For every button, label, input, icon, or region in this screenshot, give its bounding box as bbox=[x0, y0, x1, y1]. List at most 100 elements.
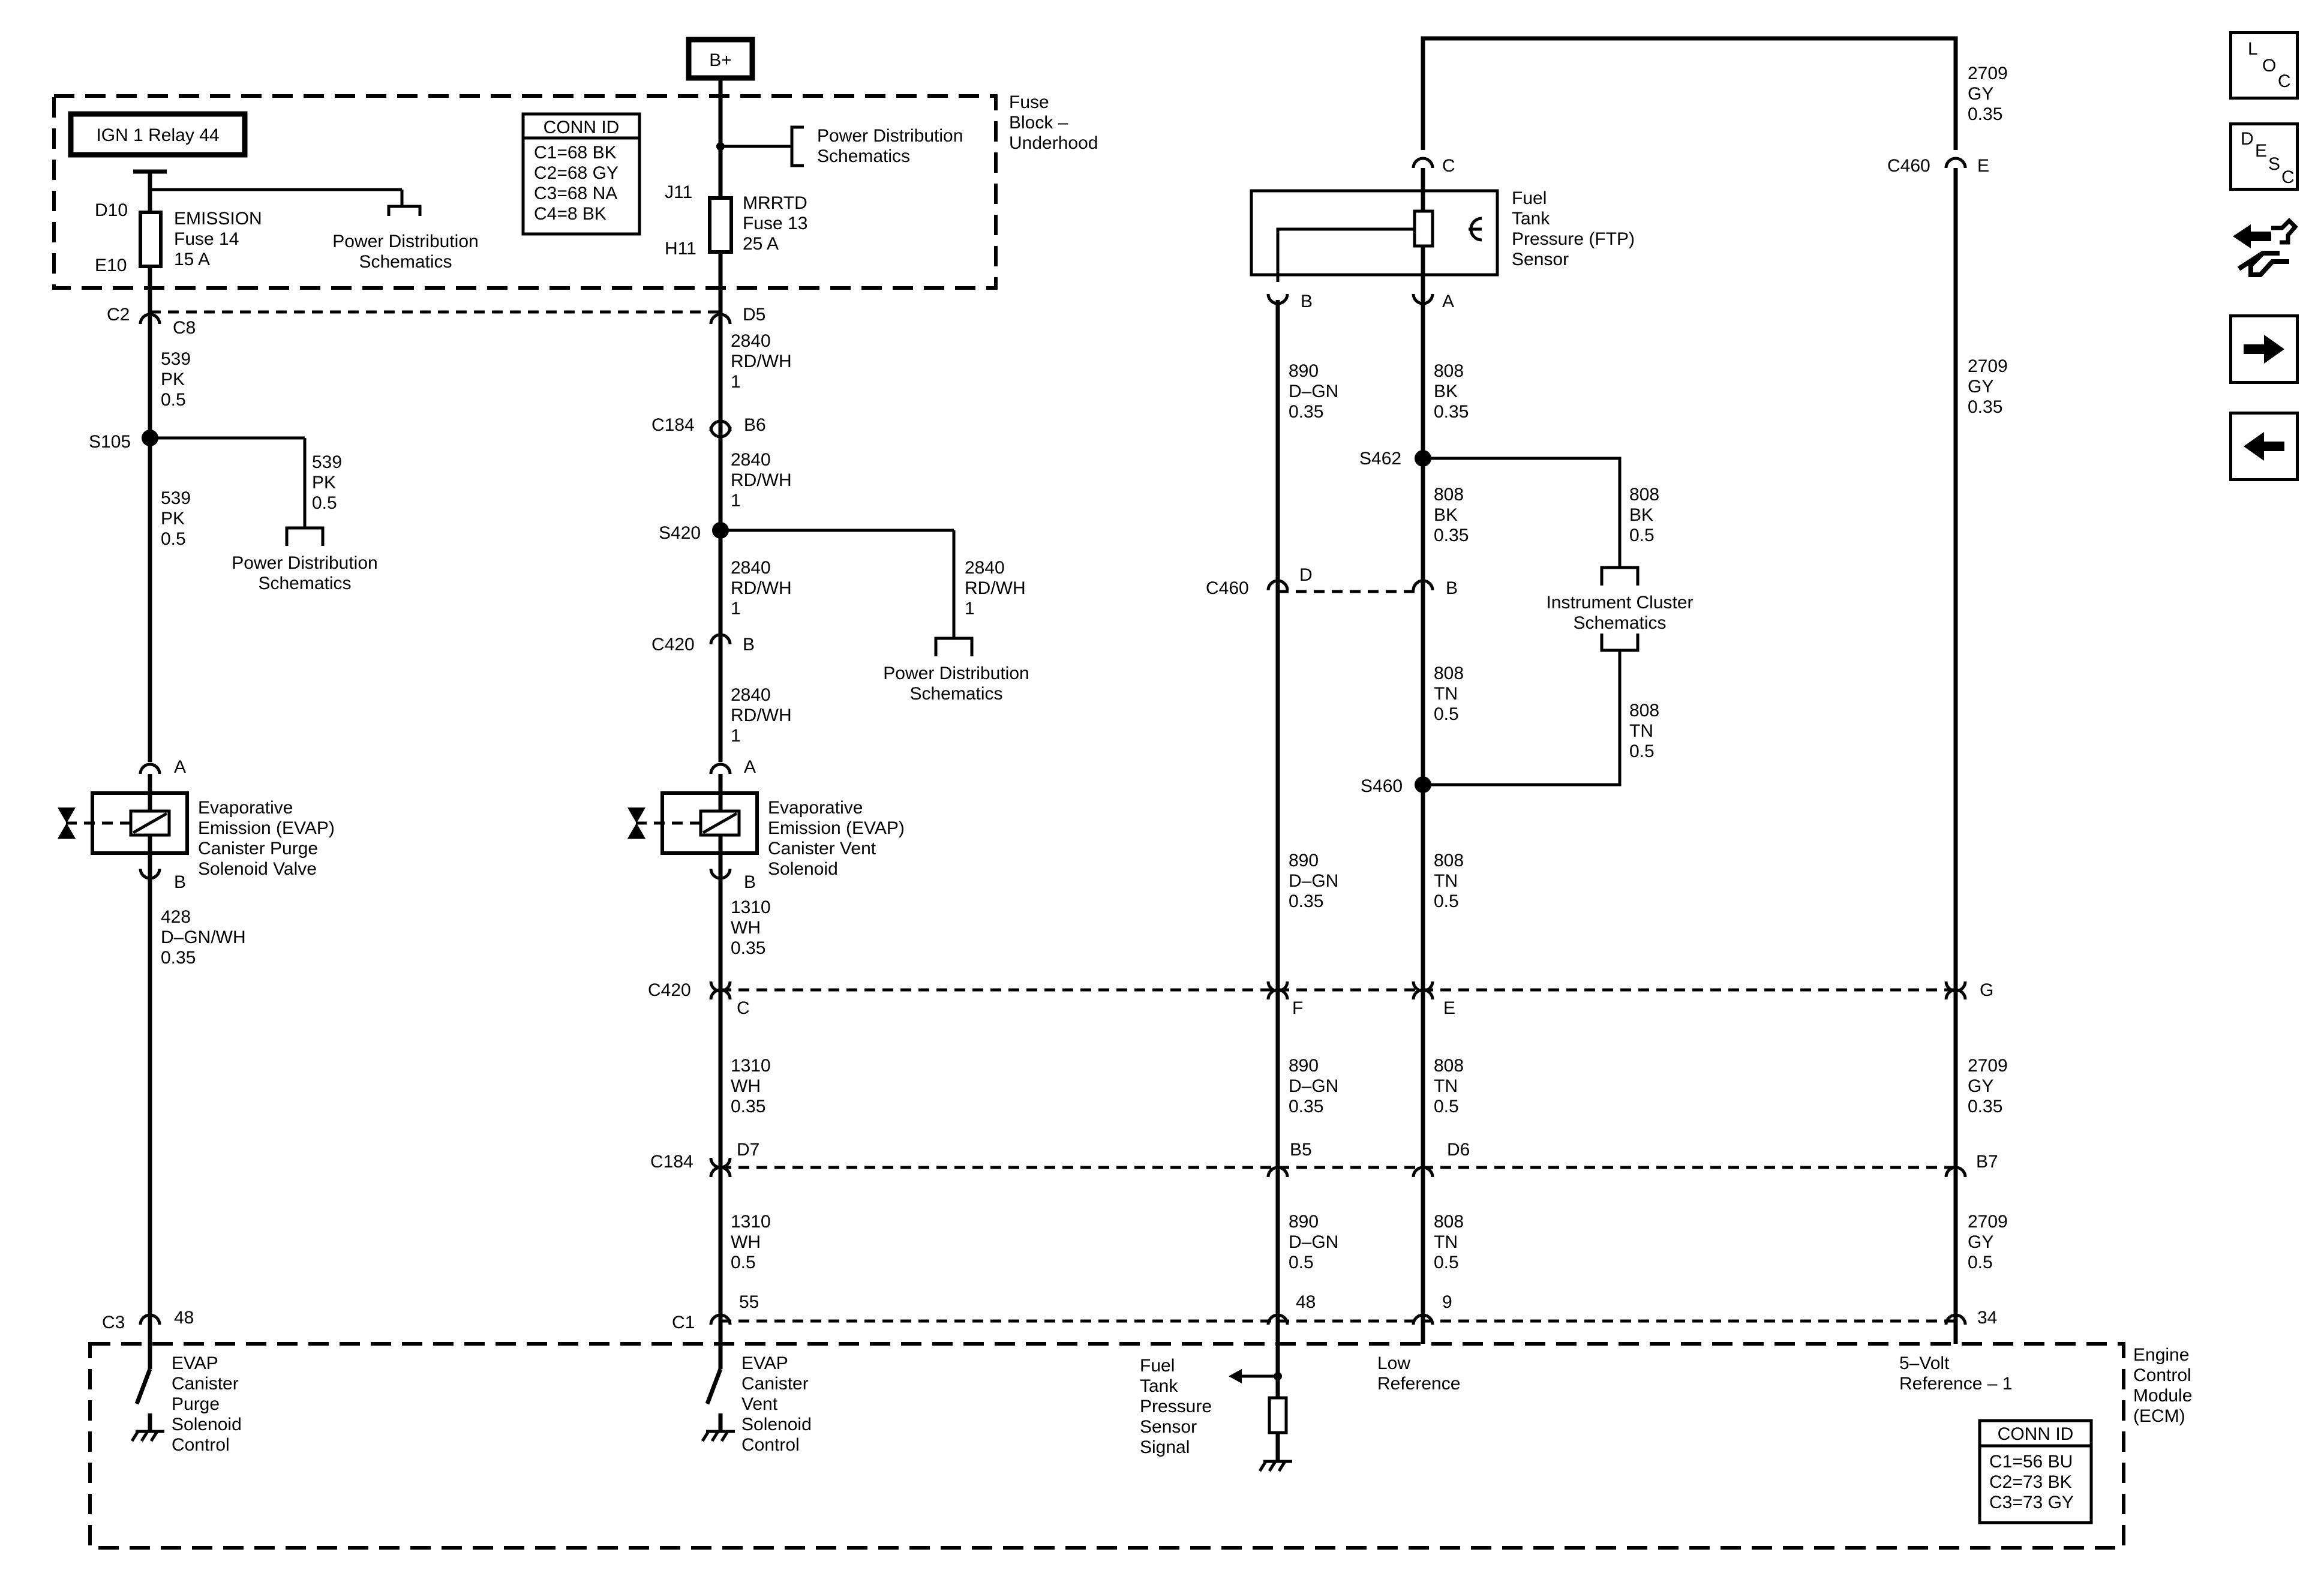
ecm-pin-label: Tank bbox=[1140, 1376, 1178, 1396]
wire-label: RD/WH bbox=[965, 578, 1026, 598]
wire-label: 0.35 bbox=[731, 1097, 765, 1116]
connector-label: C184 bbox=[651, 415, 695, 435]
wire-label: 0.5 bbox=[1629, 526, 1655, 545]
battery-label: B+ bbox=[709, 50, 732, 70]
wire-label: 0.5 bbox=[312, 493, 337, 513]
wire-label: 890 bbox=[1289, 1056, 1319, 1076]
wire-label: RD/WH bbox=[731, 470, 792, 490]
ecm-name: Engine bbox=[2133, 1345, 2189, 1365]
ecm-conn-id-item: C1=56 BU bbox=[1989, 1452, 2073, 1472]
wire-label: 0.35 bbox=[161, 948, 196, 968]
ecm-pin-label: EVAP bbox=[741, 1353, 788, 1373]
wire-label: 2709 bbox=[1968, 1056, 2008, 1076]
connector-label: B6 bbox=[744, 415, 766, 435]
wire-label: 808 bbox=[1434, 361, 1464, 381]
component-label: Pressure (FTP) bbox=[1512, 229, 1635, 249]
desc-letter: C bbox=[2281, 167, 2295, 187]
fuse-mrrtd-terminal-top: J11 bbox=[665, 182, 692, 202]
wire-label: 2709 bbox=[1968, 1212, 2008, 1232]
wire-label: GY bbox=[1968, 1076, 1993, 1096]
wire-label: 0.35 bbox=[1289, 402, 1323, 422]
fuse-emission-terminal-top: D10 bbox=[95, 200, 128, 220]
ecm-pin-label: Control bbox=[172, 1435, 230, 1455]
connector-label: B5 bbox=[1290, 1140, 1312, 1160]
connector-label: C460 bbox=[1887, 156, 1930, 176]
description-button[interactable]: D E S C bbox=[2229, 122, 2299, 191]
connector-label: B bbox=[744, 872, 756, 892]
wire-label: GY bbox=[1968, 377, 1993, 397]
wire-label: GY bbox=[1968, 1232, 1993, 1252]
connector-label: E bbox=[1443, 998, 1455, 1018]
ref-label: Power Distribution bbox=[232, 553, 377, 573]
ecm-conn-id-title: CONN ID bbox=[1998, 1424, 2074, 1444]
low-reference-circuit: C A 808 BK 0.35 S462 808 BK 0.5 Instrume… bbox=[1359, 36, 1958, 1344]
fuse-block-underhood: Fuse Block – Underhood IGN 1 Relay 44 CO… bbox=[52, 78, 1098, 312]
ecm-pin-label: Pressure bbox=[1140, 1397, 1212, 1416]
wire-label: 0.5 bbox=[1434, 704, 1459, 724]
wire-label: 1 bbox=[731, 491, 741, 511]
ecm-pin-label: Canister bbox=[741, 1374, 809, 1394]
location-button[interactable]: L O C bbox=[2229, 31, 2299, 100]
connector-label: C1 bbox=[672, 1313, 695, 1332]
wire-label: 1310 bbox=[731, 897, 771, 917]
ecm-pin-label: Canister bbox=[172, 1374, 239, 1394]
pin-label: 48 bbox=[1296, 1292, 1316, 1312]
fuse-mrrtd-label-1: MRRTD bbox=[743, 193, 807, 213]
previous-page-button[interactable] bbox=[2229, 412, 2299, 481]
connector-label: C420 bbox=[648, 980, 691, 1000]
connector-label: A bbox=[1442, 292, 1454, 311]
wire-label: 0.5 bbox=[1968, 1253, 1993, 1272]
next-page-button[interactable] bbox=[2229, 314, 2299, 384]
wire-label: 1 bbox=[965, 599, 975, 619]
ecm-pin-label: Control bbox=[741, 1435, 800, 1455]
ref-label: Power Distribution bbox=[883, 664, 1029, 683]
wire-label: 1 bbox=[731, 726, 741, 746]
component-label: Evaporative bbox=[198, 798, 293, 818]
vent-circuit: D5 2840 RD/WH 1 C184 B6 2840 RD/WH 1 S42… bbox=[627, 305, 1029, 1344]
component-label: Solenoid Valve bbox=[198, 859, 317, 879]
wire-label: TN bbox=[1434, 871, 1458, 891]
connector-label: C184 bbox=[650, 1152, 693, 1172]
connector-label: B bbox=[174, 872, 186, 892]
wire-label: BK bbox=[1434, 505, 1458, 525]
connector-label: D6 bbox=[1447, 1140, 1470, 1160]
wire-label: PK bbox=[312, 473, 336, 493]
wire-label: 808 bbox=[1434, 1212, 1464, 1232]
ref-mrrtd-2: Schematics bbox=[817, 146, 910, 166]
connector-label: D bbox=[1299, 565, 1313, 585]
connector-tool-icon[interactable] bbox=[2227, 211, 2301, 286]
wire-label: TN bbox=[1434, 1076, 1458, 1096]
pin-label: 48 bbox=[174, 1308, 194, 1328]
fuse-emission-label-3: 15 A bbox=[174, 250, 210, 269]
wire-label: 2709 bbox=[1968, 356, 2008, 376]
loc-letter: L bbox=[2248, 39, 2258, 59]
wire-label: 539 bbox=[161, 349, 191, 369]
ecm-pin-label: Vent bbox=[741, 1394, 778, 1414]
wire-label: 0.35 bbox=[1968, 1097, 2002, 1116]
wire-label: PK bbox=[161, 370, 185, 389]
wire-label: 808 bbox=[1434, 1056, 1464, 1076]
ecm-pin-label: Solenoid bbox=[741, 1415, 812, 1434]
component-label: Fuel bbox=[1512, 188, 1547, 208]
ecm-pin-label: Reference – 1 bbox=[1899, 1374, 2012, 1394]
wire-label: 890 bbox=[1289, 851, 1319, 870]
ref-emission-1: Power Distribution bbox=[332, 232, 478, 251]
wire-label: 1 bbox=[731, 372, 741, 392]
wire-label: D–GN bbox=[1289, 1076, 1338, 1096]
pin-label: 55 bbox=[739, 1292, 759, 1312]
wire-label: 1310 bbox=[731, 1056, 771, 1076]
wire-label: 539 bbox=[312, 452, 342, 472]
wire-label: 0.35 bbox=[1968, 397, 2002, 417]
ecm-pin-label: 5–Volt bbox=[1899, 1353, 1950, 1373]
wire-label: 890 bbox=[1289, 1212, 1319, 1232]
ecm-pin-label: Purge bbox=[172, 1394, 220, 1414]
ref-label: Schematics bbox=[909, 684, 1002, 704]
wire-label: 0.5 bbox=[1289, 1253, 1314, 1272]
wire-label: 0.35 bbox=[731, 938, 765, 958]
connector-label: C bbox=[1442, 156, 1455, 176]
component-label: Evaporative bbox=[768, 798, 863, 818]
fuse-block-name-2: Block – bbox=[1009, 113, 1068, 133]
component-label: Emission (EVAP) bbox=[768, 818, 905, 838]
ecm-name: (ECM) bbox=[2133, 1406, 2185, 1426]
